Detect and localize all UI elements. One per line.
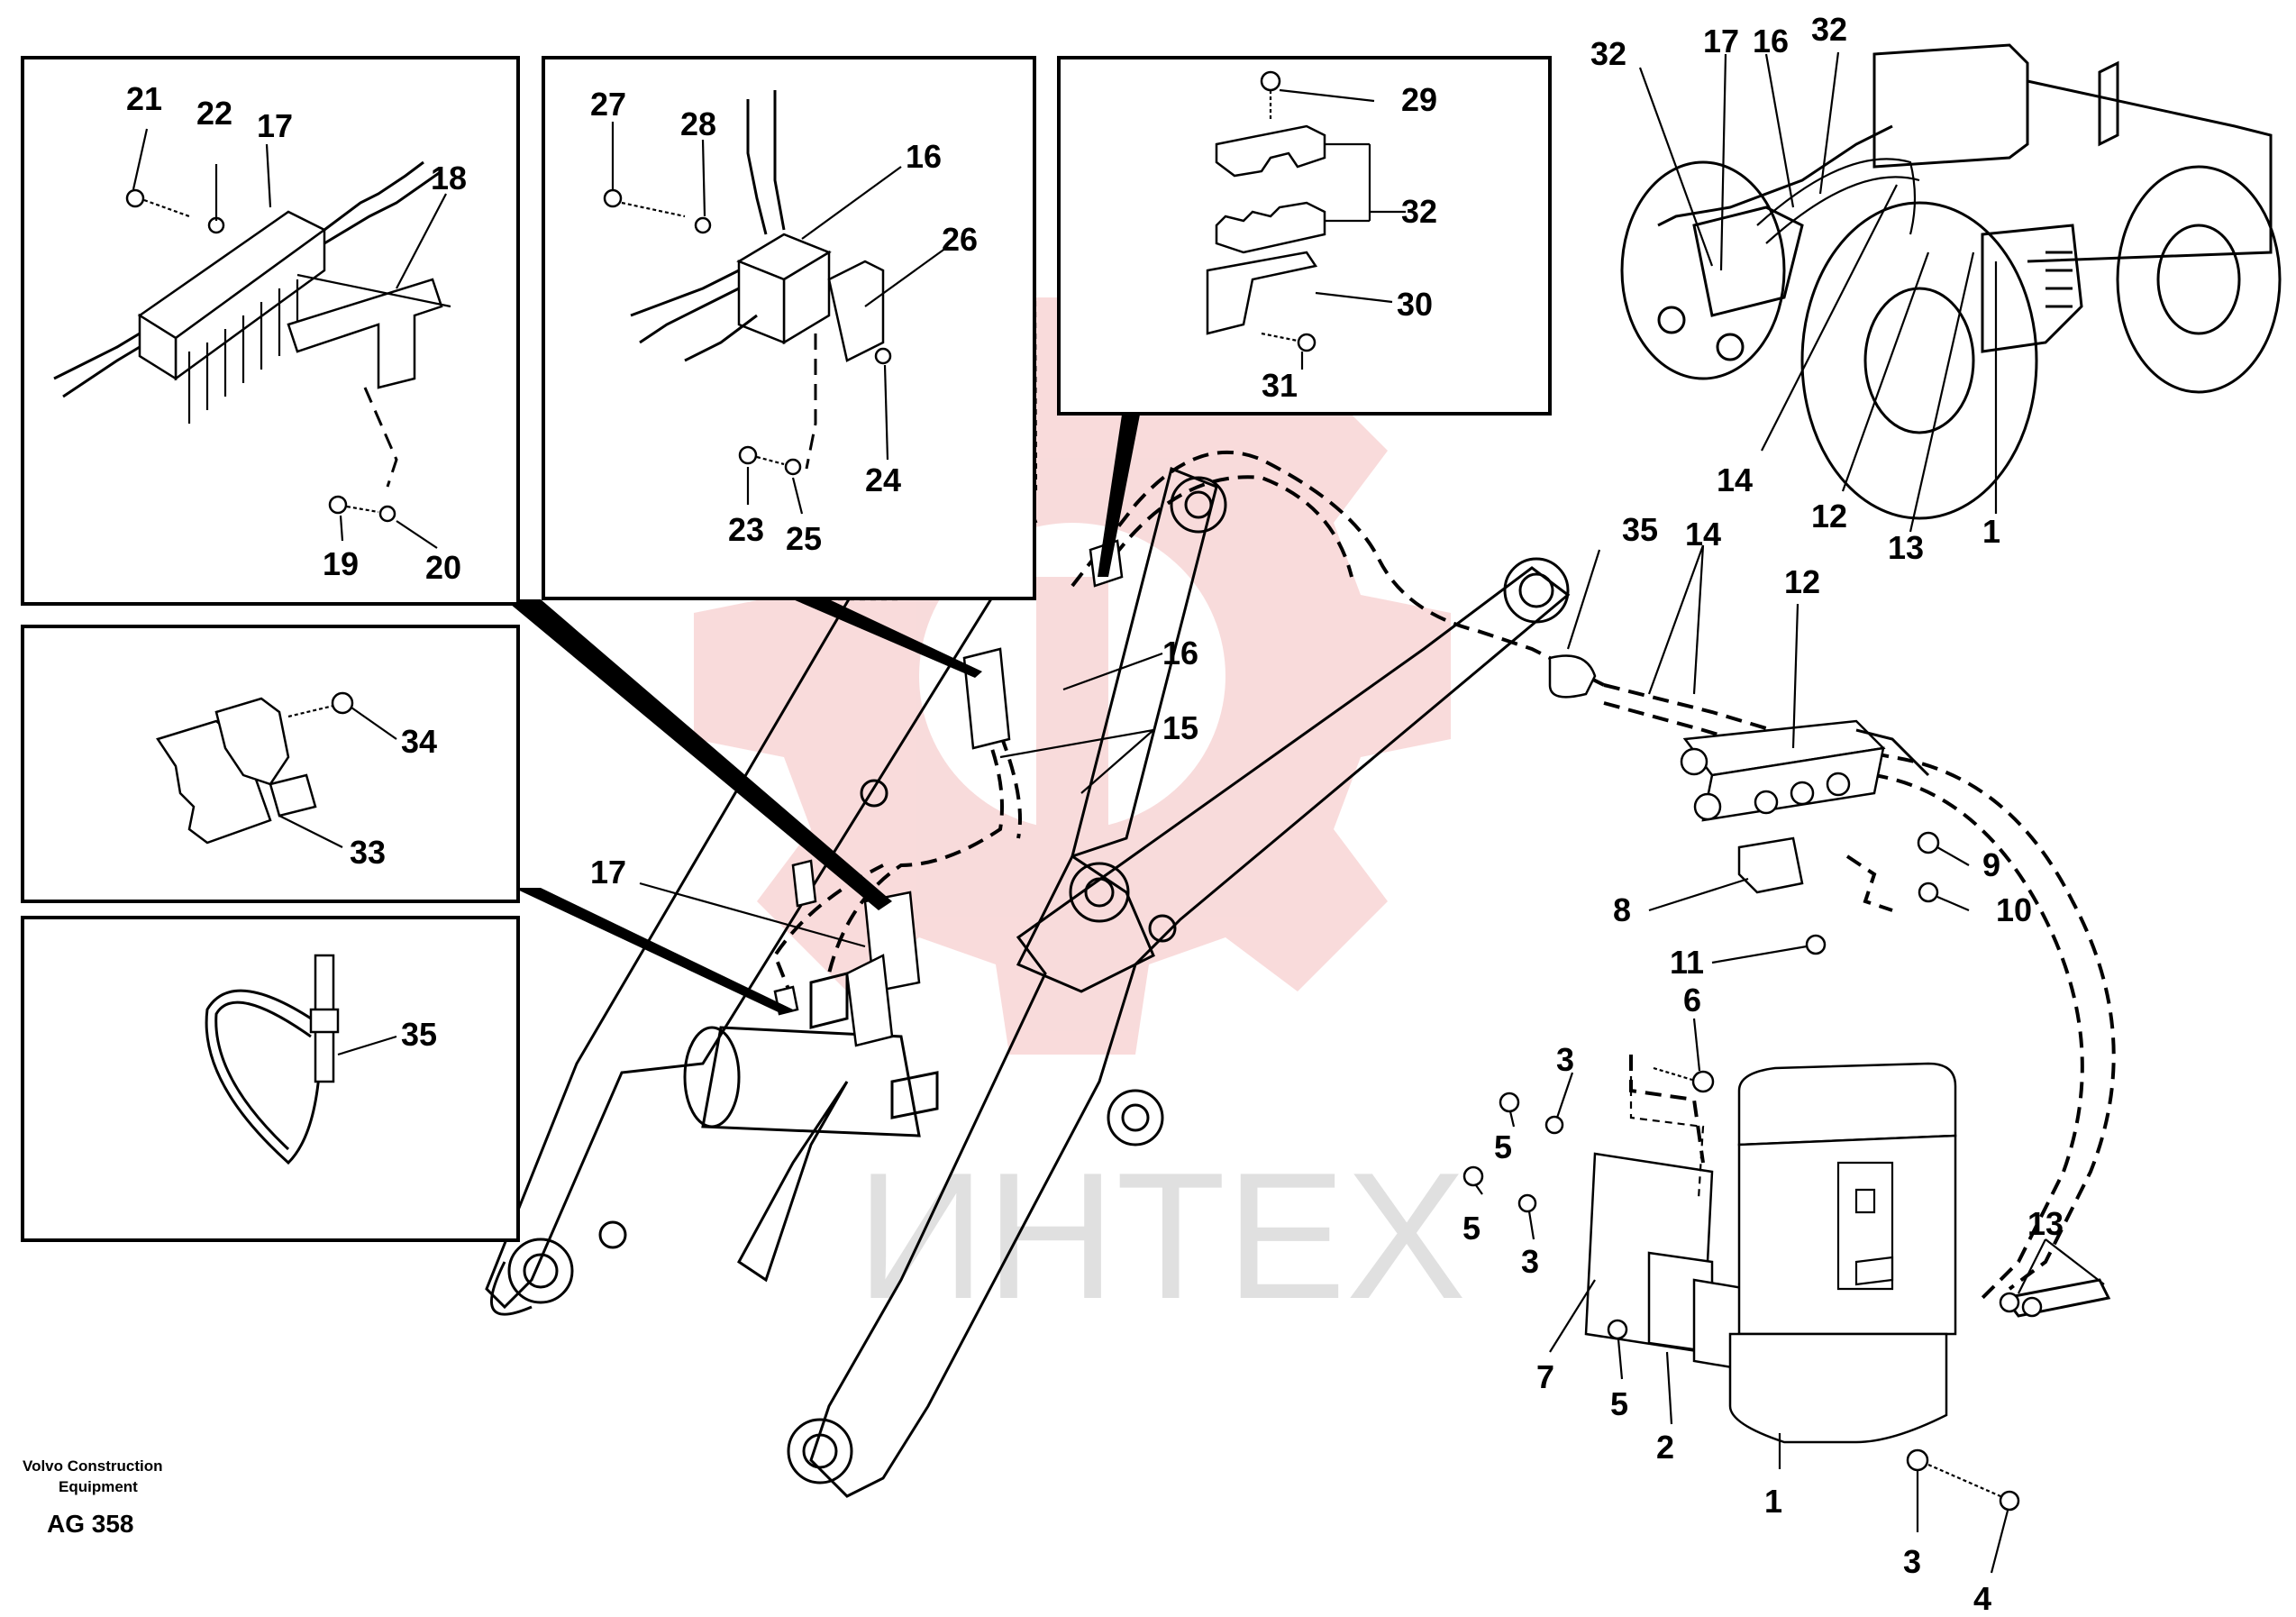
inset-c-label-32: 32 xyxy=(1401,193,1437,230)
drawing-code: AG 358 xyxy=(47,1510,134,1538)
pump-label-1: 1 xyxy=(1764,1483,1782,1520)
pump-label-6: 6 xyxy=(1683,982,1701,1019)
grease-hoses xyxy=(772,450,2116,1300)
lubrication-pump: 6 3 5 5 3 7 5 2 1 3 4 13 xyxy=(1462,982,2111,1617)
frame-distributor: 35 14 12 9 8 10 11 xyxy=(1548,511,2032,981)
pump-label-5-upper: 5 xyxy=(1494,1128,1512,1165)
inset-c-hose-clamp: 29 32 30 31 xyxy=(1057,56,1552,416)
inset-e-label-35: 35 xyxy=(401,1016,437,1053)
machine-label-17: 17 xyxy=(1703,23,1739,59)
boom-callouts: 16 15 17 xyxy=(590,635,1198,948)
pump-label-2: 2 xyxy=(1656,1429,1674,1466)
inset-a-distributor-block: 21 22 17 18 19 20 xyxy=(21,56,520,606)
inset-a-label-22: 22 xyxy=(196,95,232,132)
pump-label-13: 13 xyxy=(2027,1205,2064,1242)
boom-label-17: 17 xyxy=(590,854,626,891)
distributor-label-12: 12 xyxy=(1784,563,1820,600)
footer-block: Volvo Construction Equipment AG 358 xyxy=(23,1457,163,1538)
distributor-label-9: 9 xyxy=(1982,846,2000,883)
machine-label-1: 1 xyxy=(1982,513,2000,550)
distributor-label-8: 8 xyxy=(1613,891,1631,928)
inset-b-label-28: 28 xyxy=(680,105,716,142)
pump-label-3-lower: 3 xyxy=(1903,1543,1921,1580)
inset-d-label-34: 34 xyxy=(401,723,437,760)
inset-d-clamp: 34 33 xyxy=(21,625,520,903)
inset-c-label-30: 30 xyxy=(1397,286,1433,323)
inset-a-label-19: 19 xyxy=(323,545,359,582)
inset-d-label-33: 33 xyxy=(350,834,386,871)
machine-label-13: 13 xyxy=(1888,529,1924,566)
pump-label-5-lower: 5 xyxy=(1610,1385,1628,1422)
inset-a-label-20: 20 xyxy=(425,549,461,586)
distributor-label-35: 35 xyxy=(1622,511,1658,548)
machine-label-16: 16 xyxy=(1753,23,1789,59)
inset-a-label-18: 18 xyxy=(431,160,467,196)
inset-b-label-26: 26 xyxy=(942,221,978,258)
pump-label-3-middle: 3 xyxy=(1521,1243,1539,1280)
inset-b-label-16: 16 xyxy=(906,138,942,175)
boom-label-15: 15 xyxy=(1162,709,1198,746)
pump-label-7: 7 xyxy=(1536,1358,1554,1395)
machine-label-12: 12 xyxy=(1811,498,1847,534)
inset-a-label-17: 17 xyxy=(257,107,293,144)
machine-label-32-left: 32 xyxy=(1590,35,1626,72)
watermark-text: ИНТЕХ xyxy=(856,1136,1466,1337)
inset-e-cable-tie: 35 xyxy=(21,916,520,1242)
publisher-line-2: Equipment xyxy=(59,1478,138,1495)
pump-label-3-upper: 3 xyxy=(1556,1041,1574,1078)
inset-b-label-23: 23 xyxy=(728,511,764,548)
inset-c-label-29: 29 xyxy=(1401,81,1437,118)
boom-label-16: 16 xyxy=(1162,635,1198,671)
inset-b-label-27: 27 xyxy=(590,86,626,123)
inset-b-distributor-block: 27 28 16 26 23 25 24 xyxy=(542,56,1036,600)
distributor-label-11: 11 xyxy=(1670,944,1704,981)
inset-c-label-31: 31 xyxy=(1262,367,1298,404)
machine-label-32-right: 32 xyxy=(1811,11,1847,48)
pump-label-5-middle: 5 xyxy=(1462,1210,1481,1247)
loader-machine: 32 17 16 32 14 12 13 1 xyxy=(1590,11,2282,566)
publisher-line-1: Volvo Construction xyxy=(23,1457,163,1475)
distributor-label-10: 10 xyxy=(1996,891,2032,928)
pump-label-4: 4 xyxy=(1973,1580,1991,1617)
distributor-label-14: 14 xyxy=(1685,516,1721,553)
inset-b-label-24: 24 xyxy=(865,461,901,498)
inset-a-label-21: 21 xyxy=(126,80,162,117)
inset-b-label-25: 25 xyxy=(786,520,822,557)
machine-label-14: 14 xyxy=(1717,461,1753,498)
